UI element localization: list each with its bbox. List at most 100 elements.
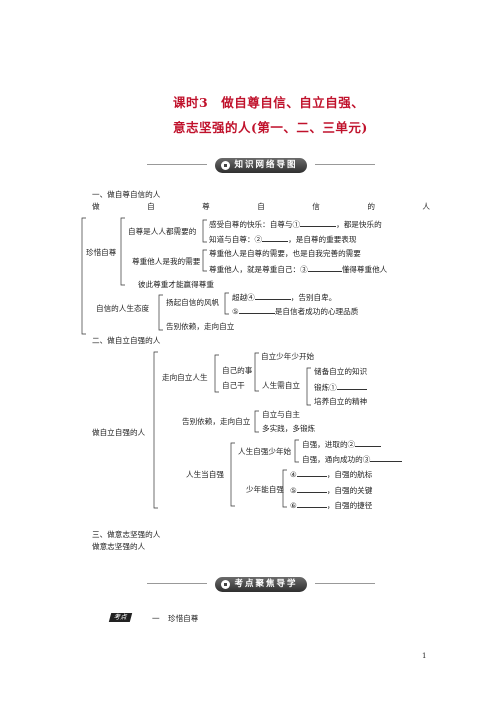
leaf-text: 尊重他人，就是尊重自己：③ <box>209 265 308 274</box>
leaf-text: ，自强的航标 <box>326 470 373 479</box>
section-3-heading: 三、做意志坚强的人 <box>92 530 161 539</box>
banner-icon <box>221 161 230 170</box>
section-3-line: 做意志坚强的人 <box>92 542 146 551</box>
leaf-respect-1: 尊重他人是自尊的需要，也是自我完善的需要 <box>209 249 361 258</box>
section-1-spread-title: 做 自 尊 自 信 的 人 <box>92 202 430 211</box>
bracket-farewell <box>254 410 259 433</box>
focus-banner: 考点聚焦导学 <box>147 577 375 592</box>
leaf-text: ，告别自卑。 <box>290 293 337 302</box>
leaf-c3: ⑥ ，自强的捷径 <box>290 500 372 510</box>
leaf-know: 知道与自尊：② ，是自尊的重要表现 <box>209 234 357 244</box>
node-cherish: 珍惜自尊 <box>86 248 117 257</box>
node-farewell: 告别依赖，走向自立 <box>182 417 251 426</box>
spread-char: 自 <box>257 202 265 211</box>
spread-char: 的 <box>367 202 375 211</box>
node-road: 走向自立人生 <box>162 373 208 382</box>
blank-s2-5 <box>296 485 327 493</box>
leaf-text: ⑥ <box>290 501 297 510</box>
node-attitude: 自信的人生态度 <box>96 304 150 313</box>
spread-char: 做 <box>92 202 100 211</box>
blank-2 <box>262 234 289 242</box>
node-respect: 尊重他人是我的需要 <box>132 257 201 266</box>
blank-s2-4 <box>296 469 327 477</box>
leaf-text: ④ <box>290 470 297 479</box>
leaf-text: 超越④ <box>232 293 255 302</box>
bracket-needed <box>202 219 207 243</box>
leaf-n3: 培养自立的精神 <box>314 397 368 406</box>
node-strong: 人生当自强 <box>186 470 224 479</box>
bracket-respect <box>202 249 207 272</box>
node-need: 人生需自立 <box>262 381 300 390</box>
bracket-need <box>306 367 311 406</box>
bracket-cherish <box>120 217 125 286</box>
bracket-attitude <box>158 294 163 331</box>
leaf-st2: 自强，通向成功的③ <box>302 454 403 464</box>
leaf-text: 锻炼① <box>314 383 337 392</box>
title-line-1: 课时3 做自尊自信、自立自强、 <box>173 95 365 110</box>
leaf-text: ⑤ <box>290 486 297 495</box>
node-needed: 自尊是人人都需要的 <box>128 227 197 236</box>
node-self-do: 自己干 <box>222 381 245 390</box>
node-strong-young: 人生自强少年始 <box>238 447 292 456</box>
blank-s2-1 <box>336 382 367 390</box>
page-number: 1 <box>422 652 427 660</box>
leaf-st1: 自强，进取的② <box>302 439 382 449</box>
spread-char: 人 <box>422 202 430 211</box>
leaf-feel: 感受自尊的快乐：自尊与① ，都是快乐的 <box>209 219 382 229</box>
leaf-c2: ⑤ ，自强的关键 <box>290 485 372 495</box>
bracket-group <box>81 217 311 509</box>
leaf-surpass: 超越④ ，告别自卑。 <box>232 292 336 302</box>
leaf-text: ⑤ <box>232 307 239 316</box>
leaf-text: ，都是快乐的 <box>336 220 382 229</box>
leaf-text: 自强，进取的② <box>302 440 356 449</box>
section-1-heading: 一、做自尊自信的人 <box>92 190 161 199</box>
bracket-strong <box>230 442 235 507</box>
blank-s2-6 <box>296 500 327 508</box>
section-2-heading: 二、做自立自强的人 <box>92 336 161 345</box>
leaf-n2: 锻炼① <box>314 382 367 392</box>
bracket-strong-young <box>294 439 299 463</box>
focus-item: 珍惜自尊 <box>168 614 199 623</box>
spread-char: 尊 <box>202 202 210 211</box>
focus-number: 一 <box>152 614 160 623</box>
leaf-c1: ④ ，自强的航标 <box>290 469 372 479</box>
banner-label: 知识网络导图 <box>234 160 298 170</box>
leaf-text: 懂得尊重他人 <box>341 265 388 274</box>
bracket-road <box>214 354 219 393</box>
title-line-2: 意志坚强的人(第一、二、三单元) <box>173 120 368 135</box>
knowledge-map-banner: 知识网络导图 <box>147 158 375 173</box>
banner-icon <box>221 580 230 589</box>
blank-3 <box>307 264 342 272</box>
spread-char: 信 <box>312 202 320 211</box>
node-depend: 告别依赖，走向自立 <box>166 322 235 331</box>
leaf-text: ，自强的捷径 <box>326 501 373 510</box>
bracket-own <box>254 352 259 392</box>
leaf-text: ，自强的关键 <box>326 486 373 495</box>
leaf-young: 自立少年少开始 <box>261 352 315 361</box>
leaf-text: 感受自尊的快乐：自尊与① <box>209 220 301 229</box>
node-sail: 扬起自信的风帆 <box>166 298 220 307</box>
bracket-s2-outer <box>153 351 158 509</box>
blank-s2-3 <box>370 454 403 462</box>
bracket-can <box>282 469 287 508</box>
node-root-2: 做自立自强的人 <box>92 428 146 437</box>
blank-5 <box>238 306 275 314</box>
leaf-text: ，是自尊的重要表现 <box>288 235 357 244</box>
spread-char: 自 <box>147 202 155 211</box>
leaf-text: 自强，通向成功的③ <box>302 455 371 464</box>
node-mutual: 彼此尊重才能赢得尊重 <box>138 280 214 289</box>
bracket-s1-outer <box>81 217 86 335</box>
leaf-f2: 多实践，多锻炼 <box>262 424 316 433</box>
banner-label: 考点聚焦导学 <box>234 579 298 589</box>
leaf-respect-2: 尊重他人，就是尊重自己：③ 懂得尊重他人 <box>209 264 387 274</box>
bracket-sail <box>224 292 229 315</box>
leaf-f1: 自立与自主 <box>262 410 300 419</box>
leaf-text: 知道与自尊：② <box>209 235 263 244</box>
leaf-n1: 储备自立的知识 <box>314 367 368 376</box>
node-can: 少年能自强 <box>246 485 284 494</box>
blank-s2-2 <box>355 439 382 447</box>
blank-1 <box>300 219 337 227</box>
blank-4 <box>254 292 291 300</box>
